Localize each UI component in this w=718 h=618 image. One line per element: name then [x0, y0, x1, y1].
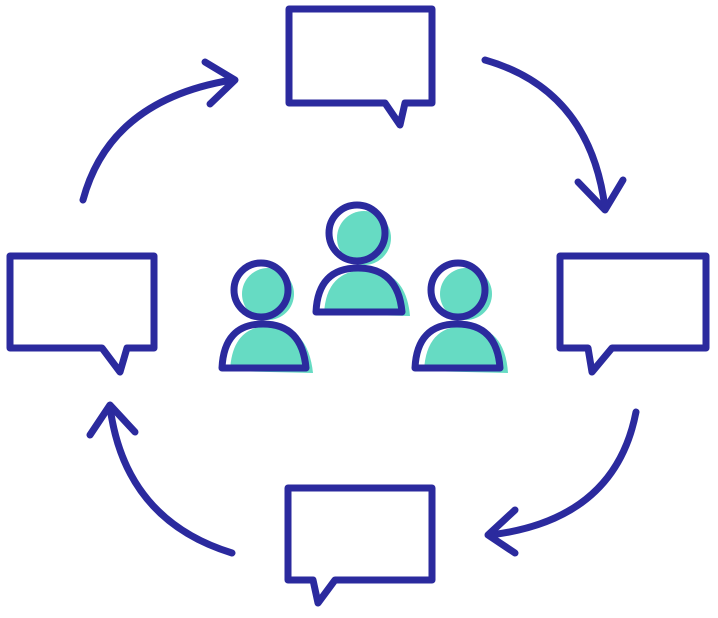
- arrow-top-left: [79, 58, 239, 204]
- people-group-icon: [218, 201, 508, 373]
- person-icon-left: [218, 259, 313, 373]
- speech-bubble-right: [556, 252, 710, 376]
- person-icon-center: [312, 201, 410, 316]
- person-icon-right: [411, 259, 508, 373]
- speech-bubble-bottom: [284, 484, 436, 607]
- speech-bubble-left: [6, 252, 158, 376]
- arrow-bottom-left: [86, 401, 236, 557]
- arrow-bottom-right: [484, 408, 640, 557]
- arrow-top-right: [481, 56, 627, 214]
- speech-bubble-top: [285, 5, 436, 129]
